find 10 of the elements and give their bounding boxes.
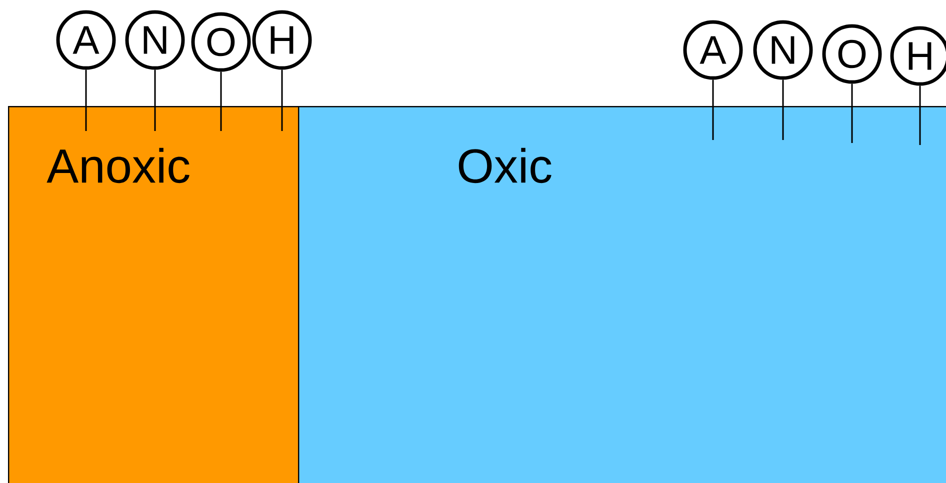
probe-line [782,80,784,140]
probe-line [851,84,853,143]
tank: Anoxic [8,106,300,483]
probe-line [85,70,87,131]
probe-line [712,80,714,140]
probe-line [154,70,156,131]
probe-line [919,86,921,145]
probe-line [281,70,283,131]
tank: Oxic [298,106,946,483]
probe-line [220,72,222,131]
